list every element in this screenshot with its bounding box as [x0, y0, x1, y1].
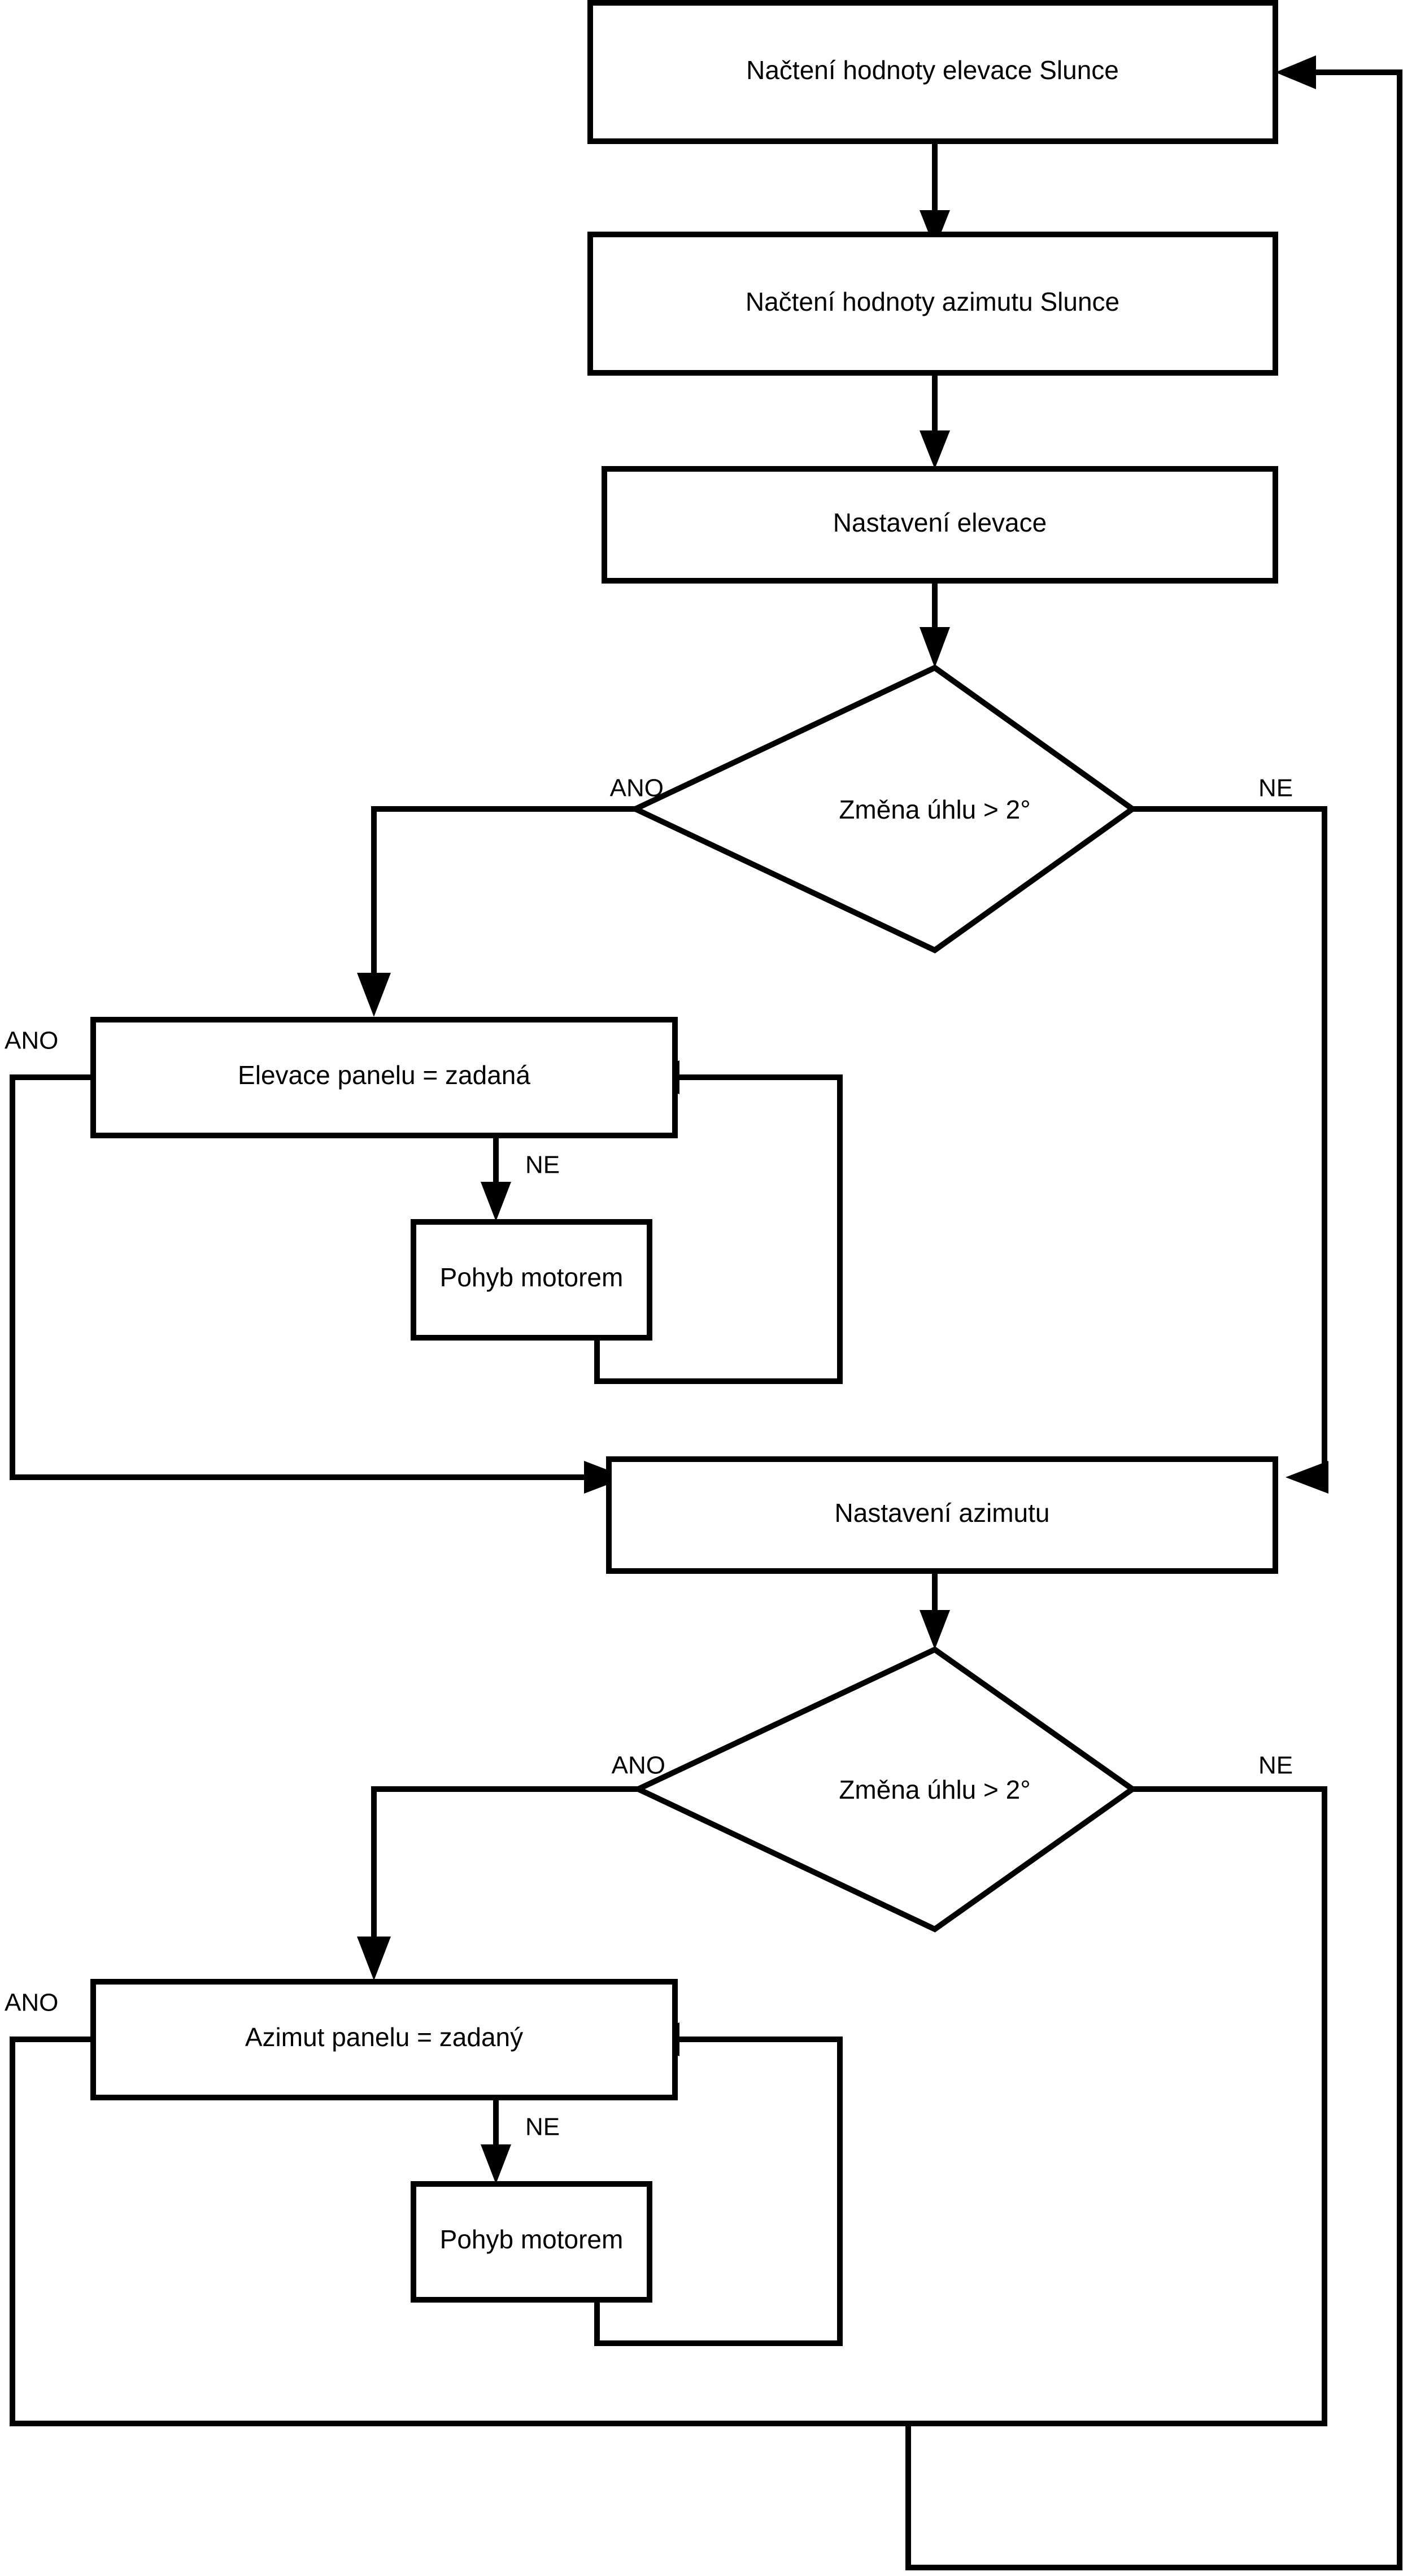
node-motor-move-elevation-label: Pohyb motorem: [440, 1263, 624, 1292]
arrowhead-return-to-read-elevation: [1275, 55, 1316, 89]
node-set-azimuth-shape: [606, 1456, 1278, 1574]
node-read-azimuth-shape: [587, 232, 1278, 376]
node-panel-elevation-equals[interactable]: Elevace panelu = zadaná: [90, 1017, 678, 1138]
node-motor-move-azimuth[interactable]: Pohyb motorem: [411, 2181, 652, 2303]
arrowhead-decision-elevation-no: [1286, 1461, 1328, 1494]
node-read-elevation-shape: [587, 0, 1278, 144]
arrowhead-decision-azimuth-yes: [357, 1937, 391, 1981]
arrowhead-panel-azimuth-no: [481, 2144, 511, 2184]
edge-decision-azimuth-yes: [371, 1786, 638, 1949]
node-read-azimuth-label: Načtení hodnoty azimutu Slunce: [746, 287, 1119, 316]
edge-decision-elevation-yes: [371, 806, 635, 986]
node-panel-elevation-equals-shape: [90, 1017, 678, 1138]
node-decision-azimuth-shape: [631, 1646, 1138, 1933]
edge-label-decision-azimuth-yes: ANO: [612, 1752, 665, 1779]
node-set-elevation-label: Nastavení elevace: [833, 508, 1047, 537]
edge-label-decision-elevation-no: NE: [1258, 774, 1293, 802]
node-motor-move-elevation-shape: [411, 1219, 652, 1341]
node-set-azimuth[interactable]: Nastavení azimutu: [606, 1456, 1278, 1574]
node-read-elevation[interactable]: Načtení hodnoty elevace Slunce: [587, 0, 1278, 144]
edge-label-panel-azimuth-yes: ANO: [5, 1989, 58, 2017]
arrowhead-to-decision-azimuth: [920, 1610, 950, 1650]
node-motor-move-azimuth-shape: [411, 2181, 652, 2303]
node-set-azimuth-label: Nastavení azimutu: [835, 1498, 1050, 1528]
node-decision-elevation[interactable]: Změna úhlu > 2°: [629, 664, 1138, 954]
node-set-elevation-shape: [602, 466, 1278, 584]
node-motor-move-azimuth-label: Pohyb motorem: [440, 2225, 624, 2254]
arrowhead-to-set-elevation: [920, 430, 950, 469]
node-panel-azimuth-equals-shape: [90, 1979, 678, 2100]
arrowhead-to-read-azimuth: [920, 210, 950, 249]
node-read-elevation-label: Načtení hodnoty elevace Slunce: [746, 55, 1119, 85]
edge-label-decision-elevation-yes: ANO: [610, 774, 664, 802]
edge-decision-azimuth-no-return: [881, 69, 1402, 2570]
edge-panel-azimuth-yes: [10, 2037, 908, 2426]
arrowhead-decision-elevation-yes: [357, 973, 391, 1017]
node-read-azimuth[interactable]: Načtení hodnoty azimutu Slunce: [587, 232, 1278, 376]
edge-motor-azimuth-return: [594, 2037, 843, 2346]
node-decision-azimuth[interactable]: Změna úhlu > 2°: [631, 1646, 1138, 1933]
arrowhead-to-decision-elevation: [920, 627, 950, 668]
edge-label-decision-azimuth-no: NE: [1258, 1752, 1293, 1779]
node-panel-azimuth-equals[interactable]: Azimut panelu = zadaný: [90, 1979, 678, 2100]
arrowhead-panel-elevation-yes: [584, 1461, 627, 1494]
edge-motor-elevation-return: [594, 1074, 843, 1384]
edge-label-panel-elevation-no: NE: [525, 1151, 560, 1179]
edge-label-panel-azimuth-no: NE: [525, 2113, 560, 2141]
arrowhead-panel-elevation-no: [481, 1182, 511, 1221]
edge-label-panel-elevation-yes: ANO: [5, 1027, 58, 1055]
node-set-elevation[interactable]: Nastavení elevace: [602, 466, 1278, 584]
node-decision-azimuth-label: Změna úhlu > 2°: [839, 1775, 1030, 1804]
node-panel-elevation-equals-label: Elevace panelu = zadaná: [238, 1060, 530, 1090]
node-decision-elevation-shape: [629, 664, 1138, 954]
node-motor-move-elevation[interactable]: Pohyb motorem: [411, 1219, 652, 1341]
node-decision-elevation-label: Změna úhlu > 2°: [839, 795, 1030, 824]
node-panel-azimuth-equals-label: Azimut panelu = zadaný: [245, 2022, 523, 2052]
edge-panel-elevation-yes: [10, 1074, 587, 1480]
